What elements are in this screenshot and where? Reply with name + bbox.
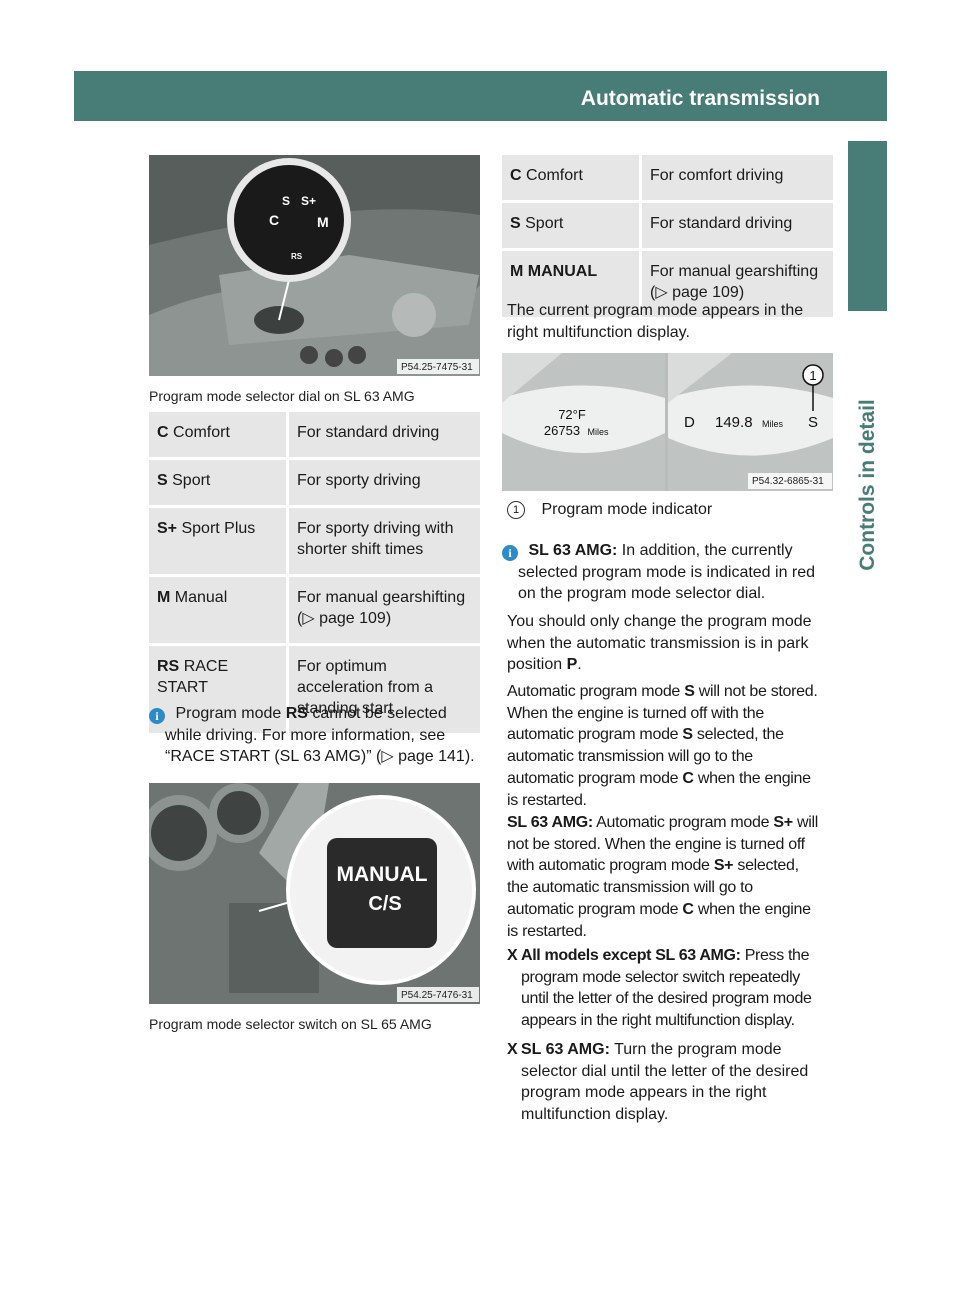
mode-desc: shorter shift times [297,541,424,558]
trip-readout: 149.8 [715,414,753,431]
side-label: Controls in detail [848,320,887,650]
dial-label-splus: S+ [301,194,316,208]
dial-label-s: S [282,194,290,208]
odometer-readout: 26753 [544,423,580,438]
odometer-unit: Miles [587,427,609,437]
mode-key: RS [157,658,180,675]
info-note-sl63: i SL 63 AMG: In addition, the currently … [502,540,837,605]
mode-name: RACE START [157,658,229,696]
figure-caption: Program mode selector dial on SL 63 AMG [149,388,415,404]
mode-desc: For manual gearshifting [650,263,819,280]
mode-desc: standing start [297,700,394,717]
mode-name: Manual [174,589,228,606]
para-mode-splus-storage: SL 63 AMG: Automatic program mode S+ wil… [507,814,818,940]
mode-table-sl63: C Comfort For standard driving S Sport F… [149,412,480,736]
figure-caption: Program mode selector switch on SL 65 AM… [149,1016,432,1032]
trip-unit: Miles [762,419,784,429]
table-row: S Sport For sporty driving [149,460,480,508]
table-row: RS RACE START For optimum acceleration fr… [149,646,480,736]
table-row: C Comfort For standard driving [149,412,480,460]
figure-multifunction-display: 72°F 26753 Miles D 149.8 Miles S 1 P54.3… [502,353,833,491]
mode-table-sl65: C Comfort For comfort driving S Sport Fo… [502,155,833,320]
gear-indicator: D [684,414,695,431]
table-row: M MANUAL For manual gearshifting (▷ page … [502,251,833,320]
legend-text: Program mode indicator [541,501,713,518]
mode-desc: For standard driving [297,424,440,441]
mode-name: MANUAL [527,263,598,280]
info-icon: i [502,545,518,561]
page-number: 107 [912,88,944,109]
mode-name: Sport [525,215,564,232]
table-row: M Manual For manual gearshifting (▷ page … [149,577,480,646]
mode-desc: For sporty driving [297,472,421,489]
page-ref[interactable]: “RACE START (SL 63 AMG)” (▷ page 141). [165,748,475,766]
info-note-rs: i Program mode RS cannot be selected whi… [149,703,484,768]
section-title: Automatic transmission [74,71,820,121]
dial-label-c: C [269,212,279,228]
para-mode-s-storage: Automatic program mode S will not be sto… [507,683,818,809]
mode-name: Sport Plus [181,520,256,537]
mode-key: C [157,424,169,441]
para-change-mode: You should only change the program mode … [507,613,812,674]
mode-name: Sport [172,472,211,489]
mode-desc: For manual gearshifting [297,589,466,606]
figure-code: P54.32-6865-31 [752,476,824,487]
mode-key: C [510,167,522,184]
mode-key: M [157,589,171,606]
info-icon: i [149,708,165,724]
side-tab [848,141,887,311]
header-divider [900,71,904,121]
figure-selector-switch: MANUAL C/S P54.25-7476-31 [149,783,480,1004]
figure-code: P54.25-7476-31 [401,990,473,1001]
manual-button-label: MANUAL [337,863,428,886]
page-header: Automatic transmission 107 [74,71,944,121]
page-ref[interactable]: (▷ page 109) [297,610,392,627]
mode-name: Comfort [173,424,230,441]
table-row: S Sport For standard driving [502,203,833,251]
mode-desc: For sporty driving with [297,520,454,537]
mode-desc: acceleration from a [297,679,434,696]
dial-label-rs: RS [291,252,303,261]
page-ref[interactable]: (▷ page 109) [650,284,745,301]
mode-desc: For comfort driving [650,167,784,184]
step-all-models: All models except SL 63 AMG: Press the p… [521,947,812,1030]
mode-key: S [510,215,521,232]
table-row: S+ Sport Plus For sporty driving with sho… [149,508,480,577]
section-title-text: Automatic transmission [580,87,820,110]
figure-code: P54.25-7475-31 [401,362,473,373]
step-sl63: SL 63 AMG: Turn the program mode selecto… [521,1041,809,1124]
table-row: C Comfort For comfort driving [502,155,833,203]
para-current-mode: The current program mode appears in the … [507,302,804,341]
program-mode-indicator: S [808,414,818,431]
legend-item: 1 Program mode indicator [507,499,837,521]
temperature-readout: 72°F [558,407,586,422]
mode-desc: For optimum [297,658,387,675]
step-marker: X [507,1041,518,1058]
mode-key: S [157,472,168,489]
dial-label-m: M [317,214,329,230]
step-marker: X [507,947,518,964]
legend-number: 1 [507,501,525,519]
mode-desc: For standard driving [650,215,793,232]
side-label-text: Controls in detail [855,399,879,571]
cs-button-label: C/S [368,893,401,915]
callout-number: 1 [809,368,816,383]
mode-name: Comfort [526,167,583,184]
mode-key: S+ [157,520,178,537]
figure-selector-dial: C S S+ M RS P54.25-7475-31 [149,155,480,376]
mode-key: M [510,263,524,280]
